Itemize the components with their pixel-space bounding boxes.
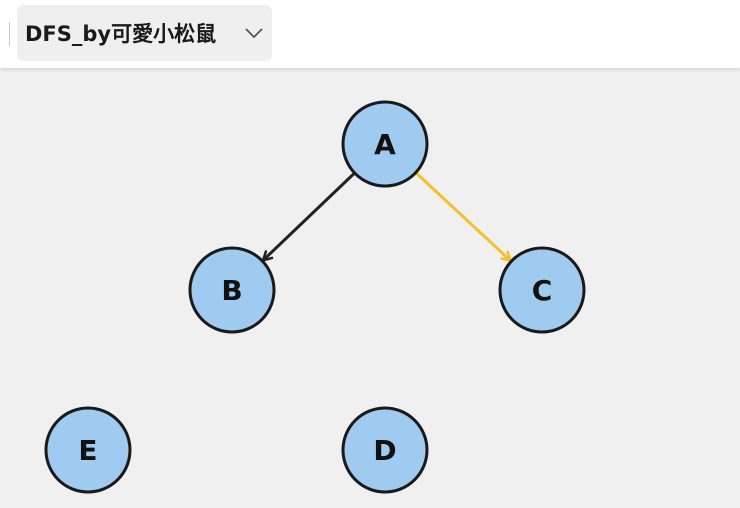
chevron-down-icon[interactable]: [244, 26, 264, 40]
node-b[interactable]: B: [188, 246, 276, 334]
node-circle: [341, 406, 429, 494]
edge-a-c: [414, 171, 511, 261]
node-circle: [498, 246, 586, 334]
node-label: A: [374, 128, 396, 161]
node-circle: [44, 406, 132, 494]
node-label: C: [532, 274, 553, 307]
title-dropdown[interactable]: DFS_by可愛小松鼠: [17, 5, 272, 61]
node-e[interactable]: E: [44, 406, 132, 494]
page-title: DFS_by可愛小松鼠: [25, 22, 217, 46]
node-label: E: [78, 434, 97, 467]
node-label: B: [221, 274, 242, 307]
node-circle: [188, 246, 276, 334]
edge-a-b: [263, 171, 356, 260]
divider: [9, 22, 10, 46]
node-d[interactable]: D: [341, 406, 429, 494]
node-label: D: [373, 434, 396, 467]
node-c[interactable]: C: [498, 246, 586, 334]
node-a[interactable]: A: [341, 100, 429, 188]
node-circle: [341, 100, 429, 188]
top-bar: DFS_by可愛小松鼠: [0, 0, 740, 68]
